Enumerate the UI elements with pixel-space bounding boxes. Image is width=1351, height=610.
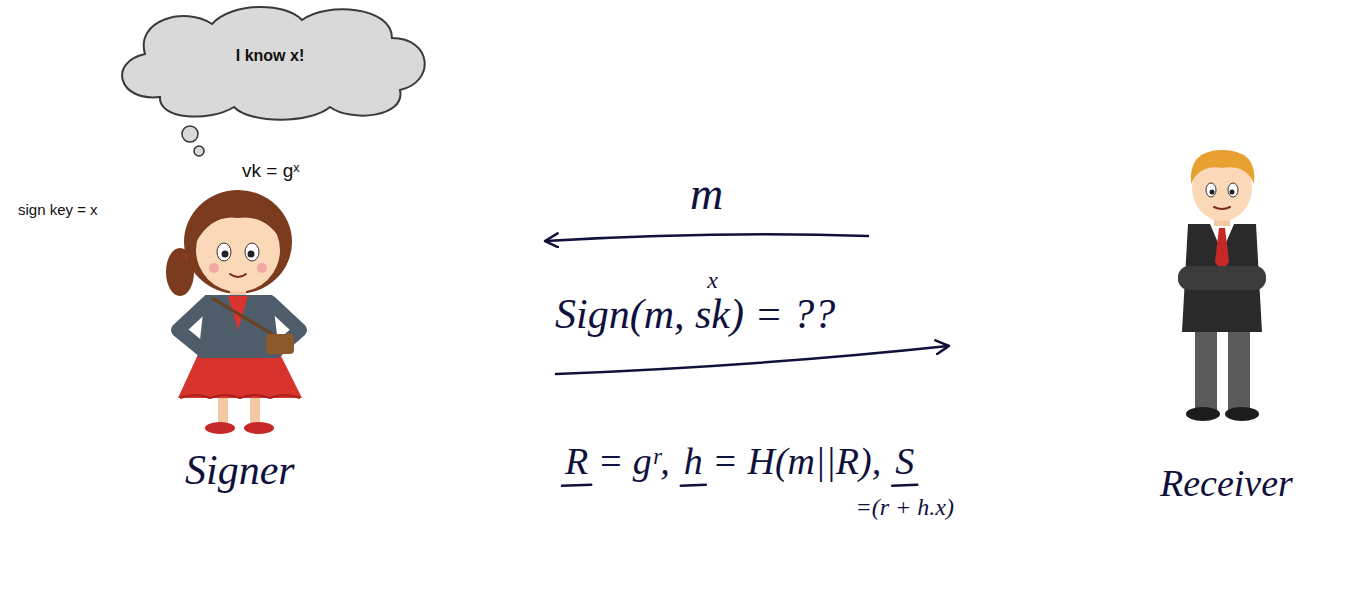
thought-text: I know x! bbox=[236, 47, 304, 65]
thought-bubble: I know x! bbox=[100, 2, 440, 124]
signature-part: S bbox=[895, 440, 914, 484]
receiver-figure bbox=[1178, 150, 1266, 421]
thought-dot bbox=[194, 146, 204, 156]
signature-part: h = H(m||R), bbox=[684, 440, 881, 484]
role-name: Receiver bbox=[1160, 462, 1293, 506]
signature-arrow bbox=[556, 346, 948, 374]
thought-dot bbox=[182, 126, 198, 142]
signature-formula: =(r + h.x) bbox=[856, 494, 954, 522]
key-annotation: x bbox=[707, 267, 718, 295]
signing-key: sign key = x bbox=[18, 201, 98, 218]
signature-part: R = gʳ, bbox=[565, 440, 670, 484]
message-arrow bbox=[546, 234, 868, 241]
message-label: m bbox=[690, 168, 723, 221]
underline bbox=[892, 485, 917, 486]
underline bbox=[681, 485, 706, 486]
underline bbox=[562, 485, 591, 486]
sign-call: Sign(m, sk) = ?? bbox=[555, 290, 835, 338]
role-name: Signer bbox=[185, 446, 295, 494]
signer-figure bbox=[166, 190, 302, 434]
verification-key: vk = gˣ bbox=[242, 160, 299, 182]
